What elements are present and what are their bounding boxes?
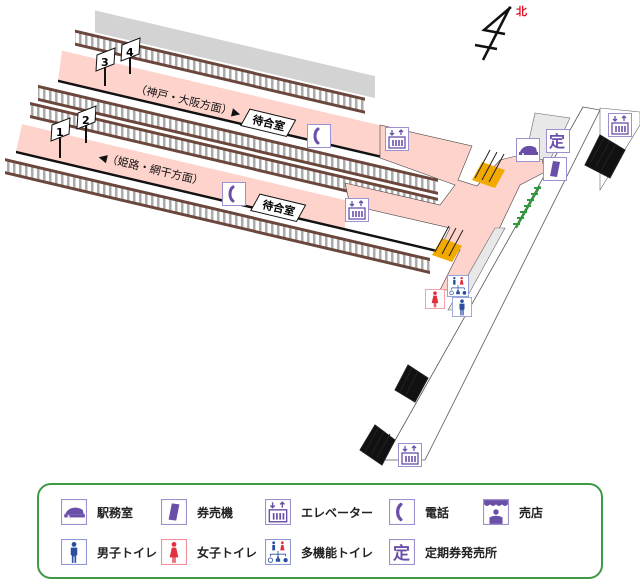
mens-toilet-icon [61,539,87,565]
legend-label: 電話 [425,505,450,520]
womens-toilet-icon [161,539,187,565]
svg-text:3: 3 [101,56,109,69]
svg-text:1: 1 [56,126,64,139]
platform-sign-4: 4 [120,37,141,74]
commuter-pass-office-icon: 定 [389,539,415,565]
legend-item: 電話 [389,499,449,525]
station-office-icon [61,499,87,525]
north-label: 北 [516,4,527,18]
svg-text:2: 2 [82,114,90,127]
waiting-room-lower: 待合室 [250,193,307,223]
legend-label: エレベーター [301,505,374,520]
elevator-icon [398,443,422,467]
legend-label: 定期券発売所 [425,545,498,560]
stairs [359,134,626,466]
svg-text:4: 4 [126,46,134,59]
legend-label: 駅務室 [97,505,134,520]
multipurpose-toilet-icon [447,275,469,297]
legend-item: エレベーター [265,499,373,525]
station-office-icon [515,138,541,162]
station-map: 3 4 1 2 （神戸・大阪方面）▶ ◀（姫路・網干方面） 待合室 待合室 定 … [5,4,640,467]
legend-item: 駅務室 [61,499,133,525]
legend-item: 定定期券発売所 [389,539,497,565]
svg-text:定: 定 [548,132,565,151]
platform-sign-2: 2 [76,105,97,143]
legend-label: 売店 [519,505,544,520]
ticket-gates [513,185,541,229]
walkway [383,106,601,461]
multipurpose-toilet-icon [265,539,291,565]
elevator-icon [385,127,409,151]
mens-toilet-icon [452,296,472,318]
shop-icon [483,499,509,525]
track [38,84,438,195]
platform-sign-1: 1 [50,117,71,158]
ticket-machine-icon [543,157,567,181]
legend-label: 多機能トイレ [301,545,374,560]
legend-item: 男子トイレ [61,539,157,565]
track [75,29,365,114]
track [30,102,438,214]
legend-item: 多機能トイレ [265,539,373,565]
platform-area [5,10,438,275]
legend-label: 男子トイレ [97,545,158,560]
svg-text:定: 定 [393,543,410,564]
legend-label: 女子トイレ [197,545,258,560]
north-arrow [474,6,512,61]
waiting-room-upper: 待合室 [240,108,297,138]
escalator [432,149,505,262]
legend-item: 女子トイレ [161,539,257,565]
phone-icon [222,182,246,206]
legend-label: 券売機 [197,505,234,520]
legend-item: 券売機 [161,499,233,525]
gray-area [95,10,375,99]
elevator-icon [265,499,291,525]
elevator-icon [345,198,369,222]
legend-item: 売店 [483,499,543,525]
track [5,158,430,275]
phone-icon [389,499,415,525]
phone-icon [307,124,331,148]
platform-sign-3: 3 [95,47,116,86]
ticket-machine-icon [161,499,187,525]
womens-toilet-icon [425,288,445,310]
legend: 駅務室 券売機 エレベーター 電話 売店 男子トイレ 女子トイレ 多機能トイレ … [37,483,603,579]
platform-3-4 [58,50,380,158]
commuter-pass-office-icon: 定 [546,129,570,153]
elevator-icon [608,113,632,137]
